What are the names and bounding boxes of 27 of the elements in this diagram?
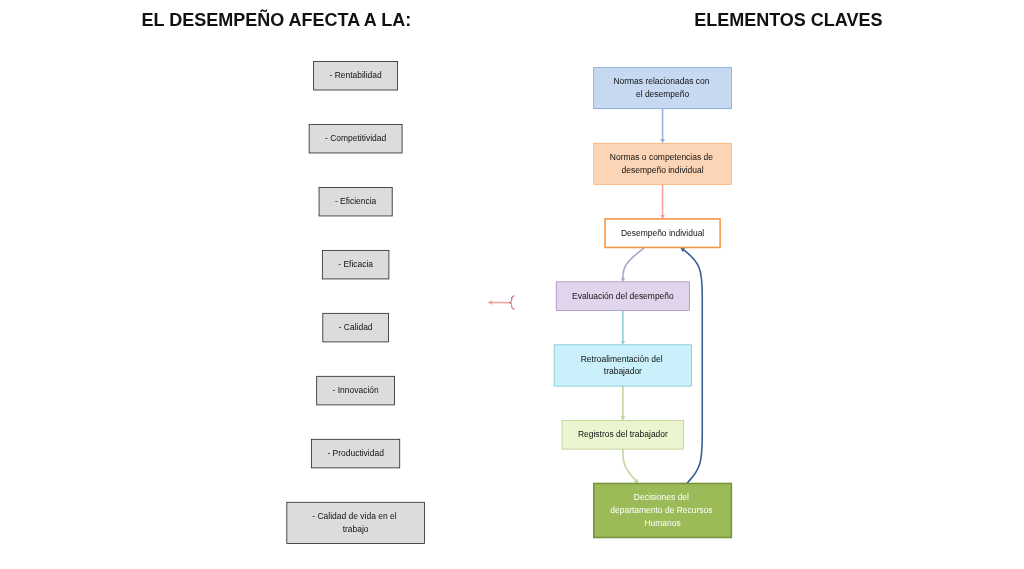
node-bracket [508,295,516,310]
node-box [316,375,396,406]
arrow [487,300,511,305]
node-box [562,420,685,450]
flowchart: - Rentabilidad - Competitividad - Eficiencia - Eficacia - Calidad - Innovación - Productividad - Calidad de vida en el trabajo Normas relacionadas con el desempeño Normas o competencias de desempeño individual Desempeño individual Evaluación del desempeño Retroalimentación del trabajador Registros del trabajador Decisiones del departamento de Recursos Humanos [272,40,752,565]
node-box [309,124,403,154]
node-box [322,312,390,343]
arrow [620,246,646,283]
node-box [593,142,732,185]
node-box [593,67,732,110]
heading: EL DESEMPEÑO AFECTA A LA: [141,9,412,31]
node-box [556,281,691,311]
node-box [318,187,393,217]
heading: ELEMENTOS CLAVES [694,9,883,31]
node-box [322,249,390,280]
arrow [620,385,626,421]
arrow [660,108,666,144]
node-box [286,501,426,544]
node-box [311,438,401,469]
node-box [313,61,399,91]
arrow [680,247,704,485]
arrow [620,309,626,346]
node-box [604,218,722,249]
node-box [593,482,733,539]
arrow [660,183,666,220]
arrow [622,448,639,484]
node-box [554,344,693,387]
